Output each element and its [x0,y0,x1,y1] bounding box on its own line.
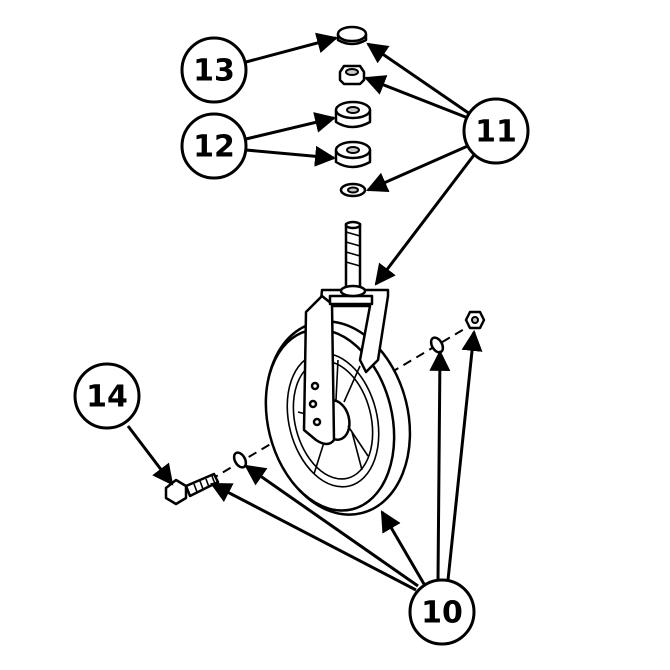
washer-right [429,336,445,354]
callout-10-label: 10 [421,596,463,631]
leader-lines [126,32,483,592]
washer-left [232,451,248,469]
axle-bolt [164,472,220,506]
bearing-upper [334,100,372,129]
callout-13-label: 13 [193,54,235,89]
callout-10: 10 [408,578,476,646]
callout-11: 11 [462,97,530,165]
callout-14: 14 [73,362,141,430]
callout-12: 12 [180,112,248,180]
wheel [264,320,412,516]
bearing-lower [334,140,372,169]
cap [336,25,368,46]
caster-fork [302,220,390,446]
axle-nut [464,310,486,330]
callout-12-label: 12 [193,130,235,165]
callout-13: 13 [180,36,248,104]
callout-11-label: 11 [475,115,517,150]
callout-14-label: 14 [86,380,128,415]
washer-top [339,182,367,198]
hex-nut-top [338,64,366,86]
